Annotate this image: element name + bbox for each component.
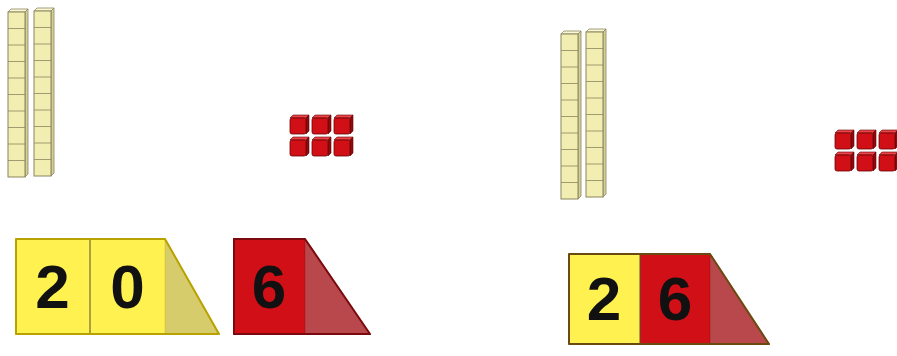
ten-rods [8, 8, 606, 199]
taper-fold [165, 238, 166, 335]
cell-fill [90, 238, 165, 335]
taper-fold [305, 238, 306, 335]
place-value-card: 6 [233, 238, 371, 335]
unit-cubes [290, 115, 897, 171]
digit-cell: 0 [90, 238, 165, 335]
cell-fill [640, 253, 710, 345]
digit-cell: 2 [568, 253, 640, 345]
place-value-card: 20 [15, 238, 220, 335]
place-value-card: 26 [568, 253, 770, 345]
digit: 6 [252, 256, 286, 318]
digit-cell: 2 [15, 238, 90, 335]
digit: 2 [35, 256, 69, 318]
cell-fill [15, 238, 90, 335]
card-border [16, 239, 219, 334]
cell-fill [568, 253, 640, 345]
digit: 0 [110, 256, 144, 318]
taper-fold [710, 253, 711, 345]
card-border [234, 239, 370, 334]
cell-fill [233, 238, 305, 335]
digit: 6 [658, 268, 692, 330]
cell-divider [640, 253, 641, 345]
digit-cell: 6 [233, 238, 305, 335]
digit-cell: 6 [640, 253, 710, 345]
card-border [569, 254, 769, 344]
cell-divider [90, 238, 91, 335]
digit: 2 [587, 268, 621, 330]
